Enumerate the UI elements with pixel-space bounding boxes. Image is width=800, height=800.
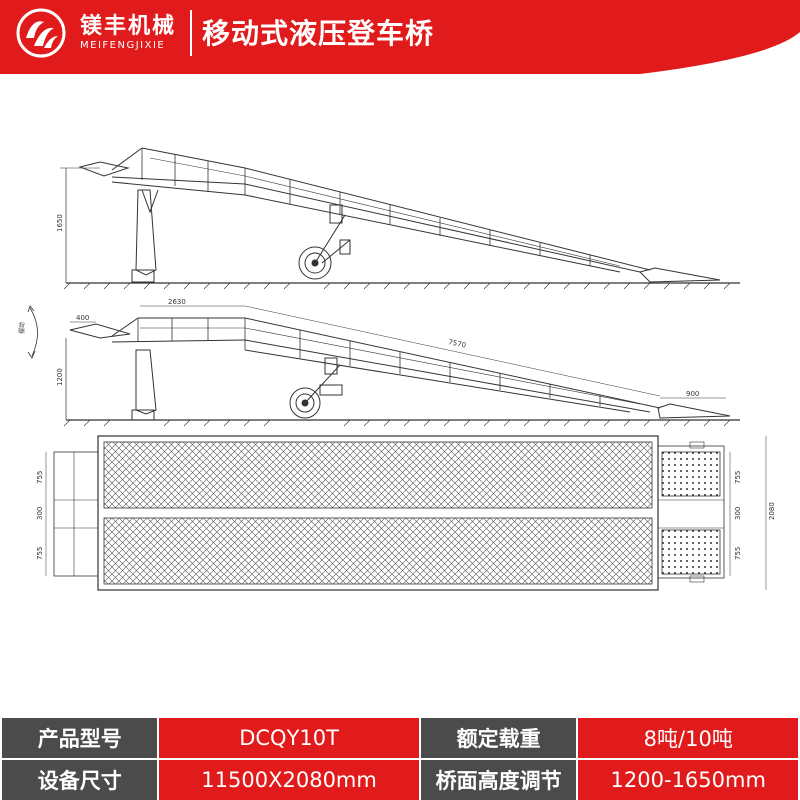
page-title: 移动式液压登车桥 (202, 17, 435, 50)
dim-lip-length: 400 (76, 314, 89, 322)
dim-plan-lane-1-left: 755 (36, 471, 44, 484)
brand-name: 镁丰机械 (80, 14, 177, 39)
spec-label-load: 额定载重 (418, 716, 579, 760)
side-view-raised (60, 147, 740, 290)
dim-plan-lane-2-right: 755 (734, 547, 742, 560)
dim-ramp-length: 7570 (448, 338, 467, 350)
dim-tail-length: 900 (686, 390, 699, 398)
dim-plan-lane-1-right: 755 (734, 471, 742, 484)
spec-value-model: DCQY10T (157, 716, 421, 760)
dim-height-max: 1650 (56, 214, 64, 232)
dim-height-min: 1200 (56, 368, 64, 386)
spec-label-height-range: 桥面高度调节 (418, 758, 579, 800)
brand-name-latin: MEIFENGJIXIE (80, 40, 166, 51)
spec-value-size: 11500X2080mm (157, 758, 421, 800)
spec-label-model: 产品型号 (0, 716, 160, 760)
header-background (0, 0, 800, 74)
side-view-lowered (27, 305, 740, 427)
dim-top-length: 2630 (168, 298, 186, 306)
plan-view (45, 435, 767, 591)
technical-drawing: 1650 1200 2630 400 7570 900 摆动 755 300 7… (18, 147, 776, 591)
spec-label-size: 设备尺寸 (0, 758, 160, 800)
header-banner: 镁丰机械 MEIFENGJIXIE 移动式液压登车桥 (0, 0, 800, 74)
spec-value-height-range: 1200-1650mm (576, 758, 800, 800)
dim-plan-gap-right: 300 (734, 507, 742, 520)
header-divider (190, 10, 192, 56)
spec-value-load: 8吨/10吨 (576, 716, 800, 760)
spec-table: 产品型号 DCQY10T 额定载重 8吨/10吨 设备尺寸 11500X2080… (0, 716, 800, 800)
logo-mark-icon (16, 8, 66, 58)
dim-swing-label: 摆动 (18, 322, 26, 334)
spec-row: 产品型号 DCQY10T 额定载重 8吨/10吨 (0, 716, 800, 760)
dim-plan-total-width: 2080 (768, 502, 776, 520)
dim-plan-lane-2-left: 755 (36, 547, 44, 560)
spec-row: 设备尺寸 11500X2080mm 桥面高度调节 1200-1650mm (0, 758, 800, 800)
dim-plan-gap-left: 300 (36, 507, 44, 520)
